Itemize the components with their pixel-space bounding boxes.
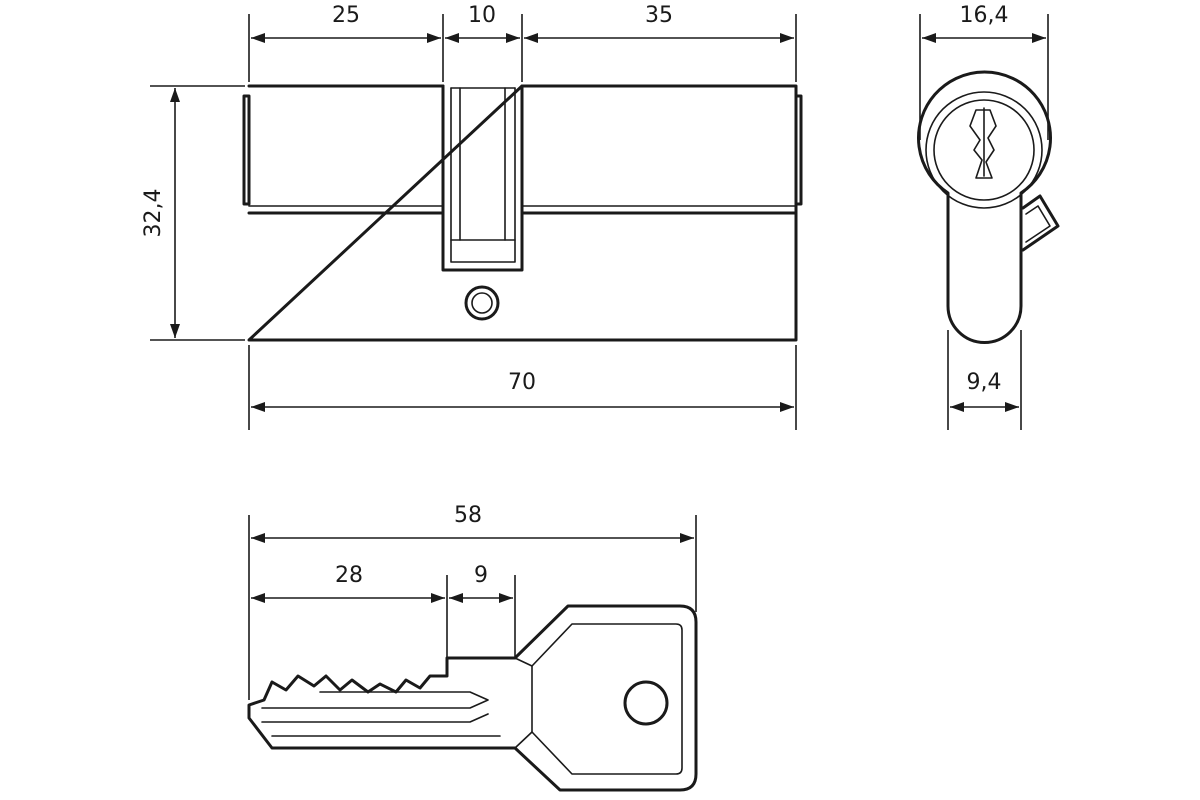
cylinder-body [242, 84, 803, 342]
dim-label-key-blade-length: 28 [335, 563, 363, 588]
dim-label-key-total-length: 58 [454, 503, 482, 528]
dim-label-top-width: 16,4 [960, 3, 1009, 28]
extension-lines [150, 14, 797, 430]
dim-label-key-shoulder-length: 9 [474, 563, 488, 588]
dim-label-total-length: 70 [508, 370, 536, 395]
dim-label-height: 32,4 [141, 189, 166, 238]
dim-label-left-length: 25 [332, 3, 360, 28]
side-extension-lines [919, 14, 1049, 430]
key-outline [247, 604, 698, 792]
dim-label-bottom-width: 9,4 [967, 370, 1002, 395]
cylinder-side-view: 16,4 9,4 [917, 3, 1060, 430]
dim-label-cam-width: 10 [468, 3, 496, 28]
cylinder-front-view: 25 10 35 32,4 70 [141, 3, 803, 430]
key-view: 58 28 9 [247, 503, 698, 792]
side-profile [917, 70, 1060, 344]
dim-label-right-length: 35 [645, 3, 673, 28]
key-extension-lines [248, 515, 697, 700]
